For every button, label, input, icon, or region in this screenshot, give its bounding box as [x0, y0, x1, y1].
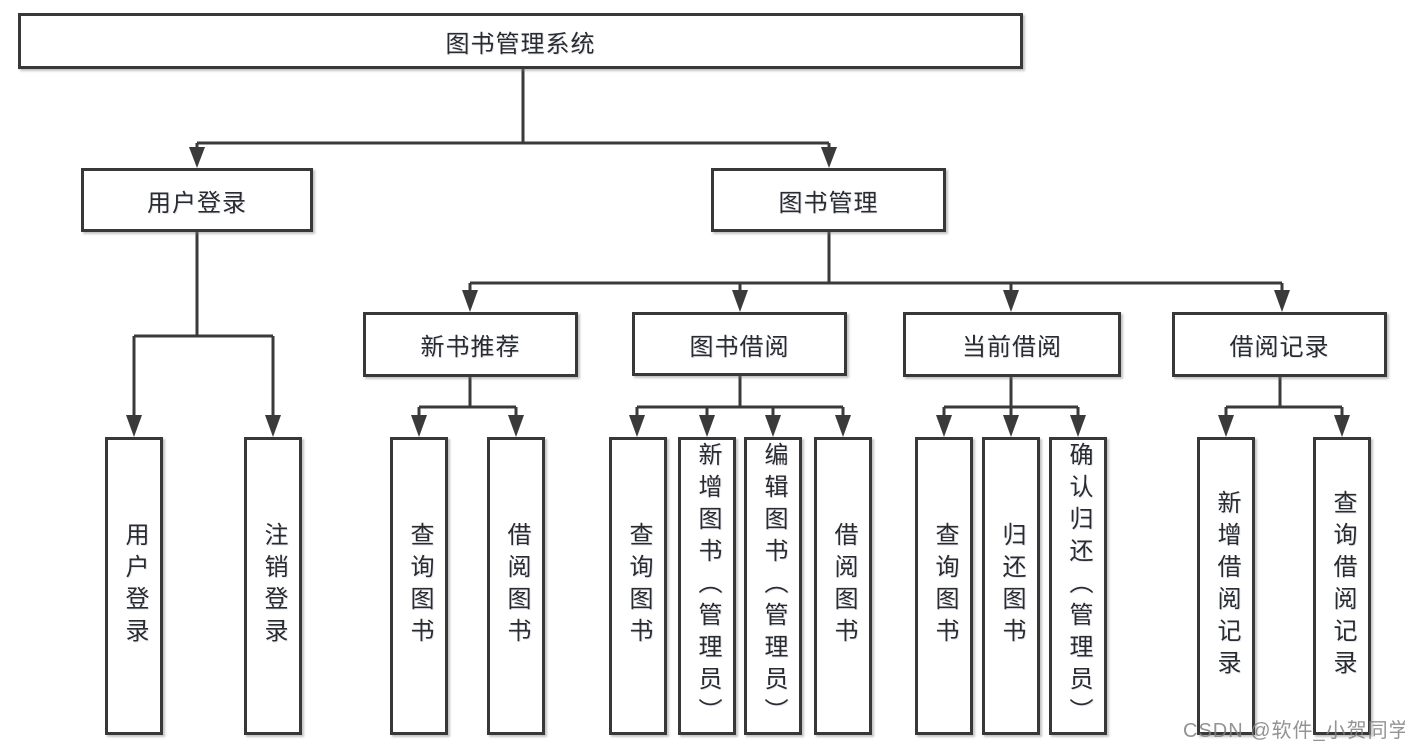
leaf-add-books-admin-label: 新增图书（管理员）: [694, 442, 721, 730]
node-new-book-recommend: 新书推荐: [363, 312, 578, 377]
leaf-logout: 注销登录: [244, 437, 302, 735]
connector-book-management-to-level3: [462, 232, 1290, 312]
leaf-query-books-recommend: 查询图书: [390, 437, 448, 735]
node-new-book-recommend-label: 新书推荐: [420, 334, 521, 361]
connector-current-borrowing-to-leaves: [936, 377, 1086, 437]
node-borrowing-records: 借阅记录: [1172, 312, 1387, 377]
leaf-borrow-books: 借阅图书: [814, 437, 872, 735]
node-book-management: 图书管理: [711, 168, 946, 232]
node-user-login: 用户登录: [81, 168, 313, 232]
leaf-query-books-borrowing-label: 查询图书: [625, 522, 652, 650]
node-current-borrowing-label: 当前借阅: [962, 334, 1062, 361]
connector-new-book-recommend-to-leaves: [411, 377, 524, 437]
connector-borrowing-records-to-leaves: [1218, 377, 1350, 437]
node-book-borrowing-label: 图书借阅: [689, 333, 790, 361]
leaf-add-borrow-record-label: 新增借阅记录: [1213, 490, 1240, 682]
connector-user-login-to-leaves: [126, 232, 281, 437]
leaf-query-books-current: 查询图书: [915, 437, 973, 735]
node-root: 图书管理系统: [18, 13, 1023, 69]
leaf-confirm-return-admin: 确认归还（管理员）: [1049, 437, 1107, 735]
leaf-query-books-current-label: 查询图书: [931, 522, 958, 650]
leaf-user-login: 用户登录: [105, 437, 163, 735]
node-book-borrowing: 图书借阅: [632, 312, 847, 376]
csdn-watermark: CSDN @软件_小贺同学: [1183, 720, 1405, 742]
leaf-edit-books-admin-label: 编辑图书（管理员）: [760, 442, 787, 730]
node-user-login-label: 用户登录: [147, 189, 247, 217]
leaf-query-borrow-record-label: 查询借阅记录: [1329, 490, 1356, 682]
leaf-return-books: 归还图书: [982, 437, 1040, 735]
connector-book-borrowing-to-leaves: [629, 376, 851, 437]
leaf-add-books-admin: 新增图书（管理员）: [678, 437, 736, 735]
leaf-borrow-books-recommend: 借阅图书: [487, 437, 545, 735]
leaf-user-login-label: 用户登录: [121, 522, 148, 650]
node-book-management-label: 图书管理: [778, 189, 879, 217]
leaf-logout-label: 注销登录: [260, 522, 287, 650]
node-borrowing-records-label: 借阅记录: [1229, 334, 1330, 361]
connector-root-to-level2: [189, 69, 837, 168]
node-root-label: 图书管理系统: [445, 30, 596, 58]
leaf-query-books-recommend-label: 查询图书: [406, 522, 433, 650]
leaf-return-books-label: 归还图书: [998, 522, 1025, 650]
leaf-borrow-books-recommend-label: 借阅图书: [503, 522, 530, 650]
node-current-borrowing: 当前借阅: [903, 312, 1121, 377]
leaf-confirm-return-admin-label: 确认归还（管理员）: [1065, 442, 1092, 730]
leaf-add-borrow-record: 新增借阅记录: [1197, 437, 1255, 735]
leaf-borrow-books-label: 借阅图书: [830, 522, 857, 650]
leaf-edit-books-admin: 编辑图书（管理员）: [744, 437, 802, 735]
leaf-query-books-borrowing: 查询图书: [609, 437, 667, 735]
leaf-query-borrow-record: 查询借阅记录: [1313, 437, 1371, 735]
